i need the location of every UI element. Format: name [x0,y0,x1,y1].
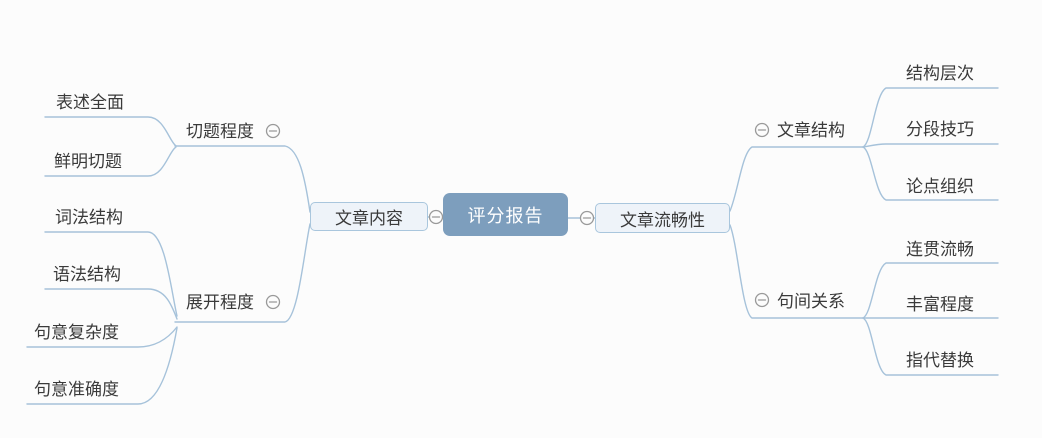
node-article-structure[interactable]: 文章结构 [777,121,845,140]
branch-line [174,145,311,213]
leaf-node[interactable]: 表述全面 [56,93,124,112]
branch-line [862,262,999,319]
collapse-icon[interactable] [579,210,595,226]
branch-line [862,146,999,201]
leaf-node[interactable]: 句意复杂度 [34,323,119,342]
leaf-node[interactable]: 结构层次 [906,64,974,83]
branch-line [862,317,999,376]
branch-line [26,326,178,348]
collapse-icon[interactable] [428,209,444,225]
leaf-node[interactable]: 词法结构 [55,208,123,227]
leaf-node[interactable]: 连贯流畅 [906,240,974,259]
branch-line [26,327,178,405]
node-topic-relevance[interactable]: 切题程度 [186,122,254,141]
branch-line [174,223,311,323]
collapse-icon[interactable] [265,294,281,310]
branch-line [44,231,178,317]
node-development-degree[interactable]: 展开程度 [186,293,254,312]
branch-line [862,143,999,148]
collapse-icon[interactable] [754,122,770,138]
branch-line [729,146,864,212]
leaf-node[interactable]: 句意准确度 [34,380,119,399]
leaf-node[interactable]: 语法结构 [53,265,121,284]
root-node[interactable]: 评分报告 [443,193,568,236]
leaf-node[interactable]: 分段技巧 [906,120,974,139]
collapse-icon[interactable] [265,123,281,139]
node-article-content[interactable]: 文章内容 [310,202,428,231]
branch-line [44,116,177,147]
node-article-fluency[interactable]: 文章流畅性 [595,203,730,233]
branch-line [729,224,864,319]
node-sentence-relations[interactable]: 句间关系 [777,292,845,311]
branch-line [862,87,999,148]
collapse-icon[interactable] [754,292,770,308]
branch-lines [26,87,999,405]
leaf-node[interactable]: 指代替换 [906,351,974,370]
leaf-node[interactable]: 丰富程度 [906,295,974,314]
branch-line [44,288,178,320]
leaf-node[interactable]: 鲜明切题 [54,152,122,171]
branch-line [44,146,177,177]
leaf-node[interactable]: 论点组织 [906,177,974,196]
